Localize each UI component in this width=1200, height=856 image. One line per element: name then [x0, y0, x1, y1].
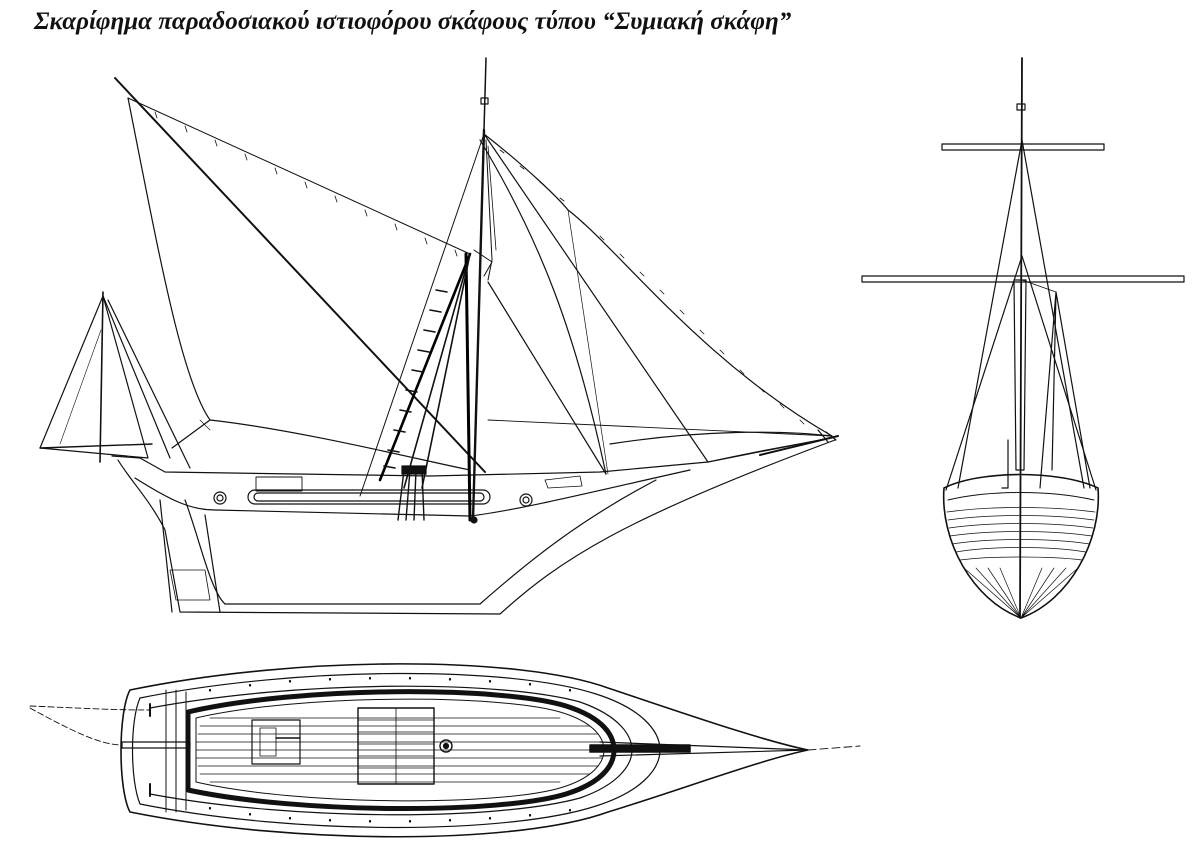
hull-side	[112, 436, 838, 614]
jib-sails	[480, 134, 838, 474]
deck-plan	[30, 664, 860, 837]
side-profile	[40, 58, 838, 614]
stern-view	[862, 58, 1184, 618]
page-title: Σκαρίφημα παραδοσιακού ιστιοφόρου σκάφου…	[34, 8, 792, 35]
main-mast	[360, 58, 496, 523]
main-sail	[115, 78, 485, 472]
mizzen-sail	[40, 292, 190, 468]
